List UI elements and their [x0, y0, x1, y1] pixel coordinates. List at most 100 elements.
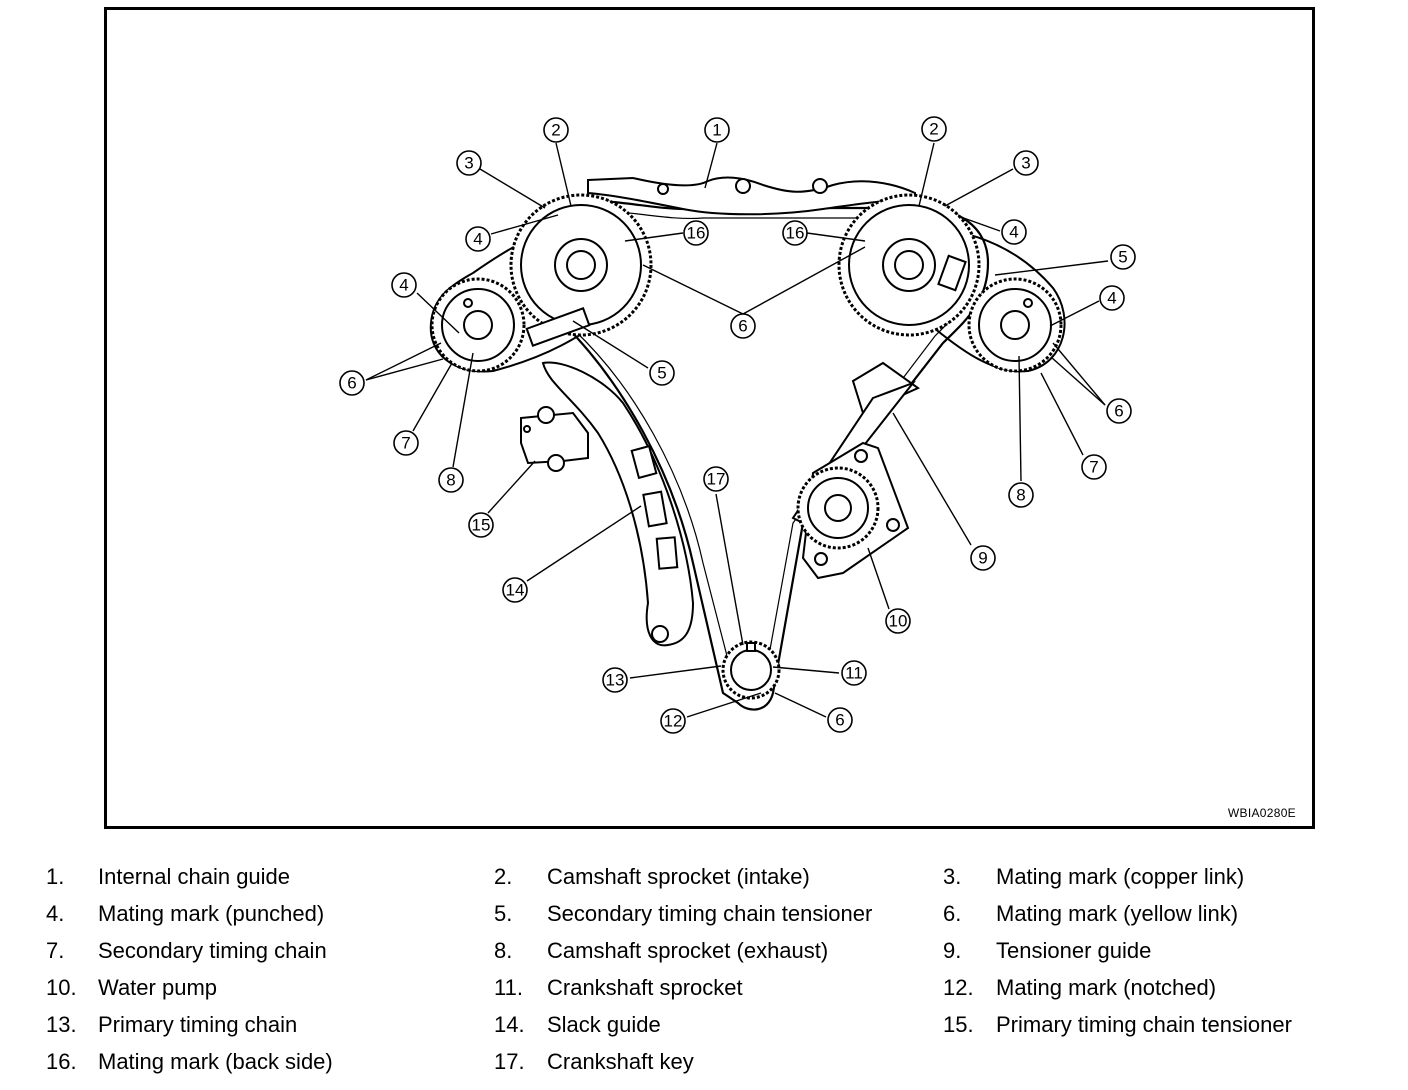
callout-6-right: 6 — [1106, 398, 1132, 424]
legend-label: Camshaft sprocket (intake) — [547, 864, 810, 889]
legend-number: 5. — [494, 901, 513, 926]
svg-text:14: 14 — [506, 581, 525, 600]
legend-label: Primary timing chain tensioner — [996, 1012, 1292, 1037]
callout-6-center: 6 — [730, 313, 756, 339]
callout-10: 10 — [885, 608, 911, 634]
callout-5-right: 5 — [1110, 244, 1136, 270]
primary-chain-tensioner — [520, 406, 589, 472]
legend-label: Crankshaft key — [547, 1049, 694, 1074]
callout-8-right: 8 — [1008, 482, 1034, 508]
diagram-drawing: 1 2 2 3 3 4 4 4 4 5 5 6 6 6 6 7 7 8 8 9 … — [339, 116, 1136, 734]
legend-number: 16. — [46, 1049, 77, 1074]
svg-text:4: 4 — [399, 276, 408, 295]
callout-9: 9 — [970, 545, 996, 571]
svg-text:2: 2 — [929, 120, 938, 139]
legend-label: Crankshaft sprocket — [547, 975, 743, 1000]
legend-number: 11. — [494, 975, 523, 1000]
callout-4-right-top: 4 — [1001, 219, 1027, 245]
svg-text:4: 4 — [1107, 289, 1116, 308]
svg-text:7: 7 — [1089, 458, 1098, 477]
legend-number: 3. — [943, 864, 962, 889]
legend-number: 2. — [494, 864, 513, 889]
legend-number: 9. — [943, 938, 962, 963]
legend-label: Mating mark (notched) — [996, 975, 1217, 1000]
legend-label: Secondary timing chain tensioner — [547, 901, 873, 926]
right-secondary-timing-chain — [926, 226, 1066, 373]
svg-text:6: 6 — [738, 317, 747, 336]
svg-text:9: 9 — [978, 549, 987, 568]
callout-6-left: 6 — [339, 370, 365, 396]
svg-text:6: 6 — [347, 374, 356, 393]
svg-text:10: 10 — [889, 612, 908, 631]
callout-3-right: 3 — [1013, 150, 1039, 176]
callout-7-right: 7 — [1081, 454, 1107, 480]
callout-3-left: 3 — [456, 150, 482, 176]
callout-5-left: 5 — [649, 360, 675, 386]
callout-2-right: 2 — [921, 116, 947, 142]
callout-13: 13 — [602, 667, 628, 693]
legend-number: 13. — [46, 1012, 77, 1037]
parts-legend: 1.Internal chain guide 4.Mating mark (pu… — [0, 858, 1408, 1088]
callout-7-left: 7 — [393, 430, 419, 456]
svg-text:8: 8 — [446, 471, 455, 490]
callout-2-left: 2 — [543, 117, 569, 143]
svg-text:13: 13 — [606, 671, 625, 690]
legend-label: Slack guide — [547, 1012, 661, 1037]
legend-label: Internal chain guide — [98, 864, 291, 889]
callout-16-left: 16 — [683, 220, 709, 246]
left-secondary-chain-tensioner — [525, 307, 591, 347]
slack-guide — [541, 361, 695, 647]
svg-text:2: 2 — [551, 121, 560, 140]
svg-text:7: 7 — [401, 434, 410, 453]
callout-15: 15 — [468, 512, 494, 538]
legend-label: Tensioner guide — [996, 938, 1152, 963]
legend-number: 6. — [943, 901, 962, 926]
internal-chain-guide — [587, 176, 916, 216]
svg-text:4: 4 — [1009, 223, 1018, 242]
svg-text:3: 3 — [1021, 154, 1030, 173]
callout-4-right: 4 — [1099, 285, 1125, 311]
legend-label: Mating mark (yellow link) — [996, 901, 1239, 926]
legend-label: Secondary timing chain — [98, 938, 327, 963]
svg-text:15: 15 — [472, 516, 491, 535]
left-intake-camshaft-sprocket — [509, 193, 653, 337]
figure-code: WBIA0280E — [1227, 806, 1296, 820]
legend-number: 12. — [943, 975, 974, 1000]
callout-17: 17 — [703, 466, 729, 492]
legend-number: 17. — [494, 1049, 525, 1074]
legend-number: 7. — [46, 938, 65, 963]
legend-label: Mating mark (copper link) — [996, 864, 1245, 889]
svg-text:1: 1 — [712, 121, 721, 140]
svg-text:4: 4 — [473, 230, 482, 249]
legend-number: 8. — [494, 938, 513, 963]
svg-text:11: 11 — [845, 664, 863, 683]
svg-text:5: 5 — [657, 364, 666, 383]
legend-number: 4. — [46, 901, 65, 926]
legend-number: 10. — [46, 975, 77, 1000]
svg-text:16: 16 — [786, 224, 805, 243]
callout-4-left: 4 — [391, 272, 417, 298]
water-pump — [796, 441, 910, 580]
svg-text:5: 5 — [1118, 248, 1127, 267]
right-secondary-chain-tensioner — [937, 254, 967, 292]
svg-text:17: 17 — [707, 470, 726, 489]
callout-8-left: 8 — [438, 467, 464, 493]
legend-label: Camshaft sprocket (exhaust) — [547, 938, 829, 963]
timing-chain-diagram: 1 2 2 3 3 4 4 4 4 5 5 6 6 6 6 7 7 8 8 9 … — [104, 7, 1315, 829]
legend-number: 1. — [46, 864, 65, 889]
callout-11: 11 — [841, 660, 867, 686]
callout-16-right: 16 — [782, 220, 808, 246]
legend-label: Primary timing chain — [98, 1012, 298, 1037]
callout-1: 1 — [704, 117, 730, 143]
svg-text:6: 6 — [1114, 402, 1123, 421]
svg-text:12: 12 — [664, 712, 683, 731]
callout-14: 14 — [502, 577, 528, 603]
right-exhaust-camshaft-sprocket — [967, 277, 1063, 373]
leader-lines — [365, 142, 1109, 718]
crankshaft-sprocket — [721, 640, 781, 700]
svg-text:16: 16 — [687, 224, 706, 243]
svg-text:6: 6 — [835, 711, 844, 730]
legend-number: 15. — [943, 1012, 974, 1037]
svg-text:3: 3 — [464, 154, 473, 173]
legend-label: Mating mark (back side) — [98, 1049, 333, 1074]
